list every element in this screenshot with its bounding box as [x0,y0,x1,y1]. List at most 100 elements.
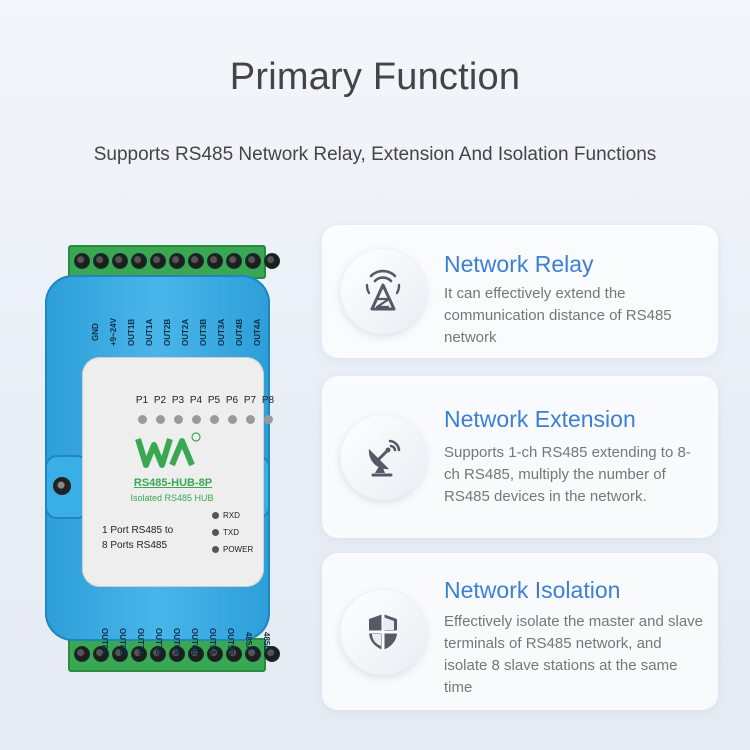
pin-label: OUT5A [208,628,217,656]
pin-label: GND [91,323,100,341]
pin-label: OUT1B [127,318,136,346]
led-indicator [210,415,219,424]
screw-icon [53,477,71,495]
pin-label: OUT7A [136,628,145,656]
terminal-screw [112,253,128,269]
terminal-screw [169,646,185,662]
terminal-screw [264,253,280,269]
terminal-screw [226,646,242,662]
led-indicator [264,415,273,424]
terminal-screw [245,646,261,662]
page-subtitle: Supports RS485 Network Relay, Extension … [93,144,657,165]
waveshare-logo-icon [135,432,201,468]
shield-icon [369,614,397,650]
top-pin-labels: GND +9~24V OUT1B OUT1A OUT2B OUT2A OUT3B… [91,315,291,349]
terminal-screw [188,253,204,269]
pin-label: OUT2A [181,318,190,346]
pin-label: OUT8A [100,628,109,656]
status-label: TXD [223,528,239,537]
terminal-screw [93,253,109,269]
led-indicator [228,415,237,424]
pin-label: OUT8B [118,628,127,656]
card-title: Network Isolation [444,577,621,603]
port-label: P7 [243,395,257,406]
pin-label: OUT4A [253,318,262,346]
led-indicator [212,546,219,553]
terminal-screw [74,253,90,269]
desc-line: 1 Port RS485 to [102,525,174,536]
port-label: P8 [261,395,275,406]
signal-tower-icon [365,269,401,311]
port-led-row [138,415,273,424]
terminal-screw [264,646,280,662]
card-title: Network Extension [444,406,636,432]
led-indicator [246,415,255,424]
page-title: Primary Function [229,56,521,98]
terminal-screw [226,253,242,269]
card-description: Effectively isolate the master and slave… [444,613,704,696]
device-description: 1 Port RS485 to 8 Ports RS485 [102,523,202,553]
port-label: P4 [189,395,203,406]
port-label: P5 [207,395,221,406]
pin-label: 485B [262,632,271,652]
status-item: TXD [212,524,253,541]
bottom-pin-labels: OUT8A OUT8B OUT7A OUT7B OUT6A OUT6B OUT5… [91,625,291,659]
card-title: Network Relay [444,251,594,277]
led-indicator [138,415,147,424]
terminal-screw [169,253,185,269]
terminal-screw [93,646,109,662]
card-description: Supports 1-ch RS485 extending to 8-ch RS… [444,444,691,505]
terminal-screw [207,646,223,662]
top-terminal-block [68,245,280,279]
pin-label: OUT1A [145,318,154,346]
terminal-screw [131,646,147,662]
pin-label: OUT2B [163,318,172,346]
port-label: P3 [171,395,185,406]
front-panel: P1 P2 P3 P4 P5 P6 P7 P8 [82,357,274,587]
feature-card-network-relay: Network Relay It can effectively extend … [322,225,718,358]
pin-label: OUT7B [154,628,163,656]
terminal-screw [150,646,166,662]
led-indicator [192,415,201,424]
icon-badge [340,414,426,500]
pin-label: OUT3A [217,318,226,346]
led-indicator [156,415,165,424]
bottom-terminal-block [68,638,280,672]
status-item: POWER [212,541,253,558]
terminal-screw [188,646,204,662]
status-label: POWER [223,545,254,554]
pin-label: OUT3B [199,318,208,346]
rs485-hub-device: GND +9~24V OUT1B OUT1A OUT2B OUT2A OUT3B… [30,245,285,675]
status-item: RXD [212,507,253,524]
led-indicator [174,415,183,424]
terminal-screw [245,253,261,269]
feature-card-network-isolation: Network Isolation Effectively isolate th… [322,553,718,710]
device-case: GND +9~24V OUT1B OUT1A OUT2B OUT2A OUT3B… [45,275,274,656]
satellite-dish-icon [368,439,401,477]
port-labels: P1 P2 P3 P4 P5 P6 P7 P8 [134,395,276,406]
desc-line: 8 Ports RS485 [102,540,168,551]
feature-card-network-extension: Network Extension Supports 1-ch RS485 ex… [322,376,718,538]
terminal-screw [112,646,128,662]
pin-label: 485A [244,632,253,652]
terminal-screw [207,253,223,269]
icon-badge [340,248,426,334]
port-label: P2 [153,395,167,406]
status-label: RXD [223,511,240,520]
pin-label: OUT6A [172,628,181,656]
terminal-screw [150,253,166,269]
port-label: P6 [225,395,239,406]
terminal-screw [74,646,90,662]
pin-label: OUT5B [226,628,235,656]
card-description: It can effectively extend the communicat… [444,285,672,346]
model-subtitle: Isolated RS485 HUB [130,493,214,503]
pin-label: +9~24V [109,317,118,347]
port-label: P1 [135,395,149,406]
status-leds: RXD TXD POWER [212,507,253,558]
pin-label: OUT6B [190,628,199,656]
led-indicator [212,512,219,519]
model-name: RS485-HUB-8P [133,477,213,489]
pin-label: OUT4B [235,318,244,346]
icon-badge [340,589,426,675]
terminal-screw [131,253,147,269]
